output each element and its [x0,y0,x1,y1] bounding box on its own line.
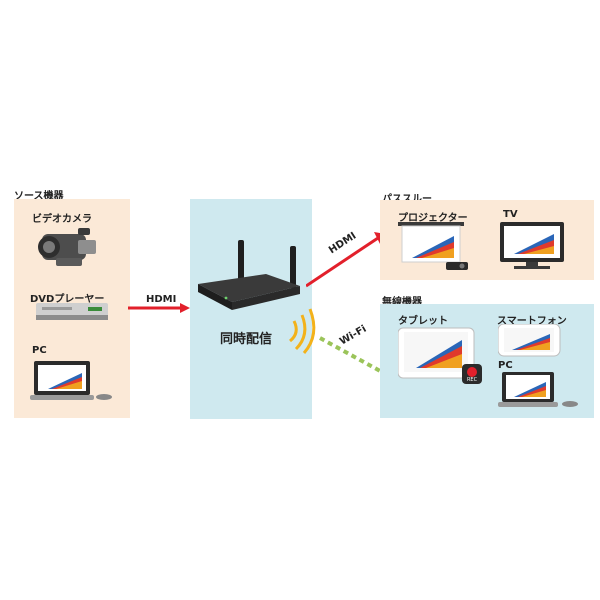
wifi-waves-icon [286,305,326,355]
tv-label: TV [503,209,518,220]
rec-badge: REC [462,364,482,384]
projector-screen-icon [398,222,470,272]
hdmi-in-arrow [128,302,192,314]
source-section-title: ソース機器 [14,191,64,202]
wireless-pc-label: PC [498,360,513,371]
laptop-icon [30,361,114,405]
video-camera-icon [36,226,98,274]
wireless-laptop-icon [498,372,582,412]
wifi-link [318,336,386,376]
dvd-player-label: DVDプレーヤー [30,294,105,305]
tablet-label: タブレット [398,316,448,327]
source-pc-label: PC [32,345,47,356]
hdmi-in-label: HDMI [146,294,177,305]
smartphone-label: スマートフォン [497,316,567,327]
wireless-section-title: 無線機器 [382,297,422,308]
tablet-icon [398,326,478,388]
hub-panel [190,199,312,419]
streaming-box-icon [196,236,302,312]
hub-label: 同時配信 [220,332,273,347]
record-icon [467,367,477,377]
rec-badge-label: REC [466,377,478,383]
passthrough-section-title: パススルー [382,187,432,206]
smartphone-icon [498,324,564,358]
video-camera-label: ビデオカメラ [32,214,92,225]
dvd-player-icon [36,303,108,321]
projector-label: プロジェクター [398,213,468,224]
tv-icon [500,222,570,272]
